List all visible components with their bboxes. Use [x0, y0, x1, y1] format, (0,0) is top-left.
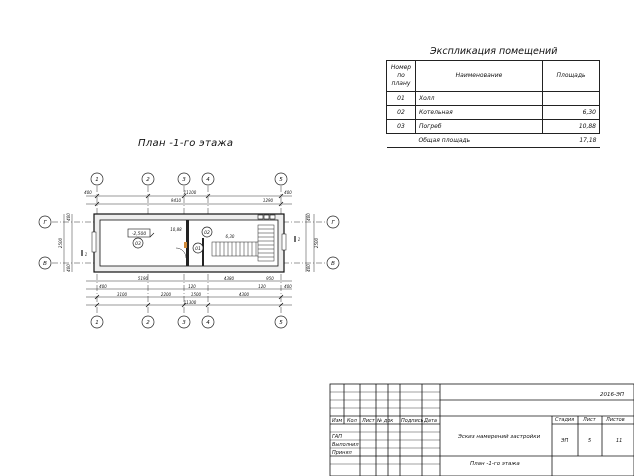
- axis-label: 4: [206, 320, 210, 326]
- sheet-title: План -1-го этажа: [470, 461, 520, 467]
- stamp-role: Принял: [332, 450, 352, 456]
- section-mark: 1: [298, 237, 301, 242]
- dimension-label: 400: [66, 264, 71, 272]
- axis-label: В: [331, 261, 335, 267]
- dimension-label: 2500: [314, 237, 319, 248]
- axis-label: Г: [331, 220, 335, 226]
- dimension-label: 11100: [184, 190, 197, 195]
- section-mark: 1: [85, 252, 88, 257]
- axis-label: 3: [182, 177, 186, 183]
- room-area: 6,30: [226, 234, 235, 239]
- total-value: 17,18: [542, 133, 600, 148]
- dimension-label: 1500: [191, 292, 202, 297]
- dimension-label: 400: [306, 264, 311, 272]
- dimension-label: 400: [306, 213, 311, 221]
- dimension-label: 2200: [161, 292, 172, 297]
- stamp-header: Подпись: [401, 418, 424, 424]
- dimension-label: 9410: [171, 198, 182, 203]
- dimension-label: 2500: [58, 237, 63, 248]
- axis-label: 5: [279, 177, 283, 183]
- axis-label: 1: [95, 177, 99, 183]
- table-row: 01 Холл: [386, 91, 600, 106]
- stamp-role: Выполнил: [332, 442, 359, 448]
- row-name: Погреб: [415, 119, 543, 134]
- header-number: Номер по плану: [386, 60, 416, 92]
- row-area: 10,88: [542, 119, 600, 134]
- dimension-label: 120: [258, 284, 266, 289]
- axis-label: 2: [146, 320, 150, 326]
- table-row: 03 Погреб 10,88: [386, 119, 600, 134]
- stamp-col-label: Лист: [583, 417, 596, 423]
- title-block: [329, 383, 634, 476]
- dimension-label: 5190: [138, 276, 149, 281]
- stamp-header: Лист: [362, 418, 375, 424]
- document-code: 2016-ЭП: [600, 392, 624, 398]
- room-area: 10,88: [170, 227, 182, 232]
- stamp-role: ГАП: [332, 434, 342, 440]
- object-name: Эскиз намерений застройки: [458, 434, 541, 440]
- dimension-label: 11300: [184, 300, 197, 305]
- total-label: Общая площадь: [415, 133, 543, 148]
- stamp-header: Кол: [347, 418, 357, 424]
- room-number: 03: [135, 241, 141, 247]
- stamp-col-label: Листов: [606, 417, 625, 423]
- axis-label: 1: [95, 320, 99, 326]
- room-number: 01: [195, 246, 201, 252]
- axis-label: 2: [146, 177, 150, 183]
- stage-value: ЭП: [561, 438, 569, 444]
- axis-label: 4: [206, 177, 210, 183]
- sheet-value: 5: [588, 438, 592, 444]
- axis-label: Г: [43, 220, 47, 226]
- dimension-label: 1290: [263, 198, 274, 203]
- explication-title: Экспликация помещений: [430, 46, 558, 57]
- stamp-header: Дата: [424, 418, 437, 424]
- dimension-label: 400: [284, 190, 292, 195]
- dimension-label: 400: [84, 190, 92, 195]
- axis-label: В: [43, 261, 47, 267]
- level-mark: -2,500: [132, 231, 147, 237]
- stamp-header: № док: [377, 418, 394, 424]
- stamp-header: Изм: [332, 418, 343, 424]
- dimension-label: 120: [188, 284, 196, 289]
- dimension-label: 950: [266, 276, 274, 281]
- row-number: 03: [386, 119, 416, 134]
- stamp-col-label: Стадия: [555, 417, 575, 423]
- axis-label: 3: [182, 320, 186, 326]
- header-name: Наименование: [415, 60, 543, 92]
- table-total-row: Общая площадь 17,18: [386, 133, 600, 148]
- dimension-label: 400: [99, 284, 107, 289]
- plan-title: План -1-го этажа: [138, 138, 234, 149]
- dimension-label: 4300: [239, 292, 250, 297]
- room-number: 02: [204, 230, 210, 236]
- dimension-label: 400: [284, 284, 292, 289]
- sheets-value: 11: [616, 438, 623, 444]
- explication-table: Номер по плану Наименование Площадь 01 Х…: [386, 60, 600, 148]
- dimension-label: 4380: [224, 276, 235, 281]
- dimension-label: 400: [66, 213, 71, 221]
- dimension-label: 3100: [117, 292, 128, 297]
- axis-label: 5: [279, 320, 283, 326]
